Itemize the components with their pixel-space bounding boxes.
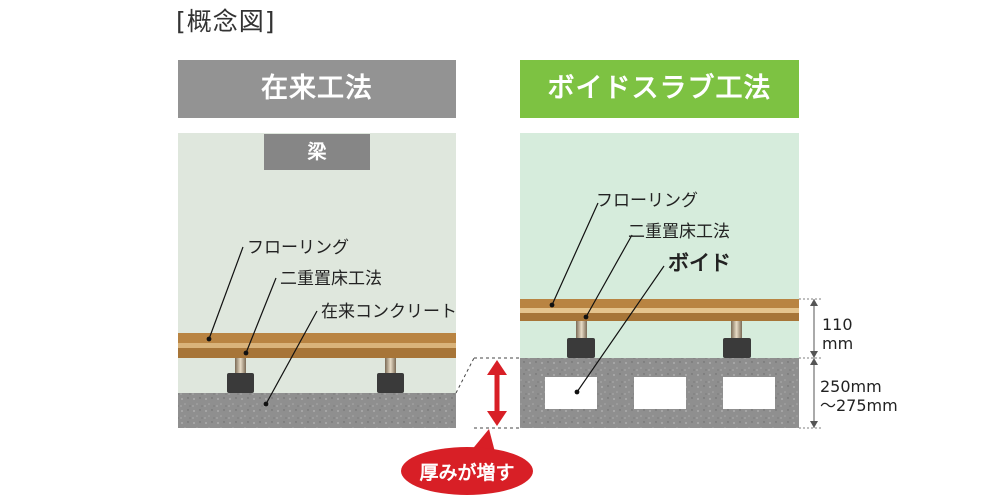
- conventional-post-shaft: [385, 358, 396, 374]
- conventional-concrete-slab: [178, 393, 456, 428]
- leader-dot: [263, 401, 269, 407]
- comparison-guide: [455, 357, 475, 394]
- dimension-floor-height: 110 mm: [822, 315, 854, 353]
- void-slab-method-title: ボイドスラブ工法: [547, 73, 772, 104]
- conventional-method-title: 在来工法: [261, 73, 373, 104]
- thickness-increase-badge: 厚みが増す: [419, 462, 515, 484]
- leader-line: [265, 310, 318, 405]
- conventional-flooring-underlayer: [178, 343, 456, 348]
- void-flooring-underlayer: [520, 308, 799, 313]
- badge-bubble: [470, 429, 495, 452]
- dimension-slab-thickness: 250mm ～275mm: [820, 377, 898, 415]
- conventional-post-shaft: [235, 358, 246, 374]
- label-flooring-conventional: フローリング: [247, 238, 349, 258]
- void-cavity: [723, 377, 775, 409]
- void-flooring: [520, 299, 799, 308]
- conventional-post-base: [227, 373, 254, 393]
- void-post-shaft: [576, 321, 587, 339]
- leader-dot: [583, 314, 589, 320]
- void-slab-method-banner: ボイドスラブ工法: [520, 60, 799, 118]
- dimension-arrow: [810, 351, 818, 358]
- label-flooring-void: フローリング: [596, 191, 698, 211]
- label-double-floor-conventional: 二重置床工法: [280, 269, 382, 289]
- leader-dot: [549, 302, 555, 308]
- badge-bubble: [401, 447, 533, 495]
- void-cavity: [634, 377, 686, 409]
- leader-dot: [243, 350, 249, 356]
- leader-line: [576, 265, 665, 393]
- dimension-arrow: [810, 299, 818, 306]
- void-cavity: [545, 377, 597, 409]
- label-void: ボイド: [668, 251, 731, 275]
- beam-label: 梁: [307, 141, 327, 163]
- void-post-base: [723, 338, 751, 358]
- dimension-arrow: [810, 421, 818, 428]
- void-flooring-base: [520, 313, 799, 321]
- label-double-floor-void: 二重置床工法: [628, 222, 730, 242]
- dimension-arrow: [810, 358, 818, 365]
- beam-block: 梁: [264, 134, 370, 170]
- void-post-base: [567, 338, 595, 358]
- leader-line: [245, 277, 277, 354]
- label-concrete-conventional: 在来コンクリート: [321, 302, 457, 322]
- leader-dot: [206, 336, 212, 342]
- conventional-method-banner: 在来工法: [178, 60, 456, 118]
- conventional-flooring: [178, 333, 456, 343]
- leader-line: [551, 202, 599, 306]
- conventional-flooring-base: [178, 348, 456, 358]
- thickness-arrow-head-up: [487, 360, 507, 375]
- conventional-post-base: [377, 373, 404, 393]
- leader-line: [585, 234, 633, 318]
- leader-line: [208, 246, 244, 340]
- void-post-shaft: [731, 321, 742, 339]
- thickness-arrow-head-down: [487, 411, 507, 426]
- figure-caption: [概念図]: [176, 7, 276, 36]
- leader-dot: [574, 389, 580, 395]
- conventional-panel: [178, 133, 456, 428]
